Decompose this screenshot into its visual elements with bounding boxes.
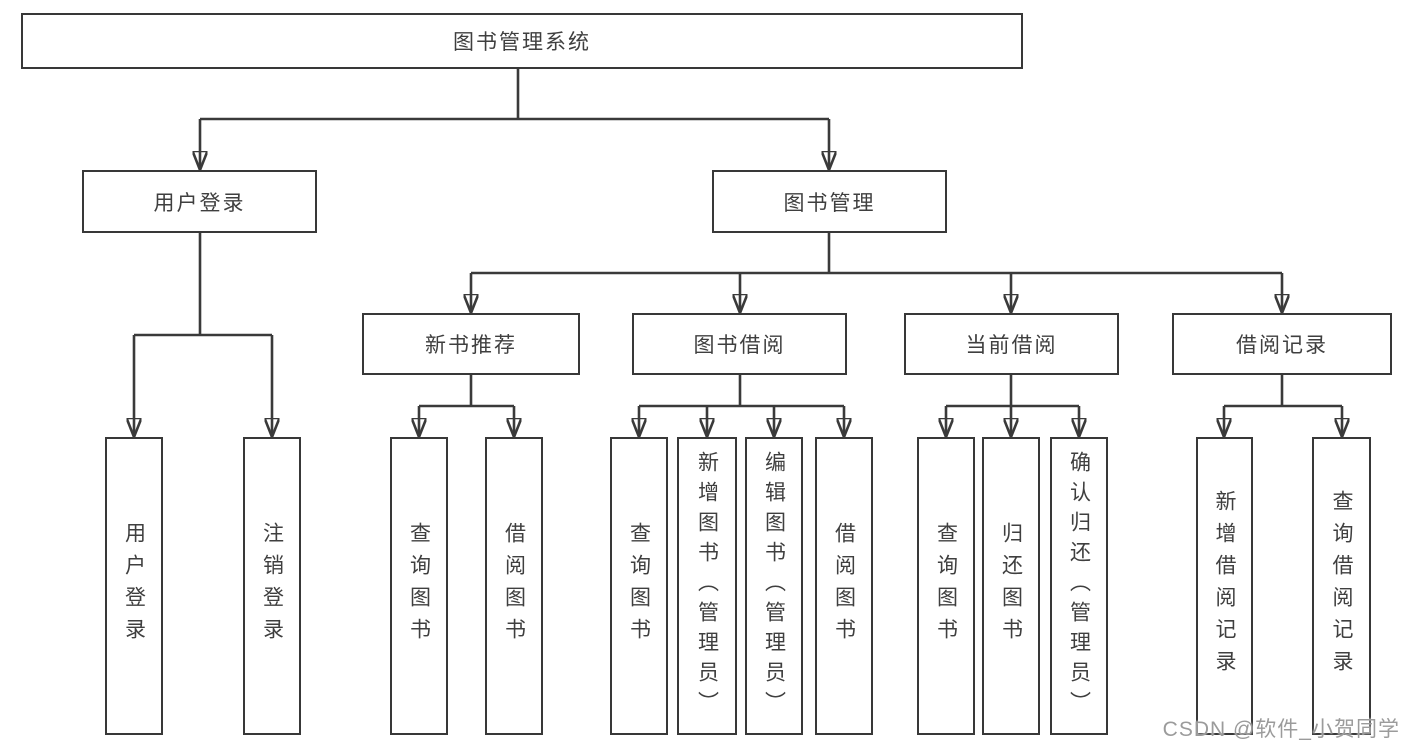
leaf-query-book-current: 查询图书	[917, 437, 975, 735]
leaf-confirm-return-admin: 确认归还（管理员）	[1050, 437, 1108, 735]
node-book-management: 图书管理	[712, 170, 947, 233]
connector-book-borrow-split	[639, 375, 844, 437]
connector-root-split	[200, 69, 829, 170]
connector-book-management-split	[471, 233, 1282, 313]
leaf-return-book: 归还图书	[982, 437, 1040, 735]
csdn-watermark: CSDN @软件_小贺同学	[1162, 718, 1400, 741]
node-user-login: 用户登录	[82, 170, 317, 233]
connector-current-borrow-split	[946, 375, 1079, 437]
node-current-borrow: 当前借阅	[904, 313, 1119, 375]
connector-new-book-split	[419, 375, 514, 437]
leaf-borrow-book: 借阅图书	[815, 437, 873, 735]
leaf-add-book-admin: 新增图书（管理员）	[677, 437, 737, 735]
leaf-logout: 注销登录	[243, 437, 301, 735]
leaf-query-borrow-record: 查询借阅记录	[1312, 437, 1371, 735]
node-new-book-recommend: 新书推荐	[362, 313, 580, 375]
leaf-user-login: 用户登录	[105, 437, 163, 735]
connector-user-login-split	[134, 233, 272, 437]
node-library-management-system: 图书管理系统	[21, 13, 1023, 69]
connector-borrow-records-split	[1224, 375, 1342, 437]
leaf-query-book-borrow: 查询图书	[610, 437, 668, 735]
node-borrow-records: 借阅记录	[1172, 313, 1392, 375]
leaf-edit-book-admin: 编辑图书（管理员）	[745, 437, 803, 735]
leaf-add-borrow-record: 新增借阅记录	[1196, 437, 1253, 735]
leaf-query-book-recommend: 查询图书	[390, 437, 448, 735]
leaf-borrow-book-recommend: 借阅图书	[485, 437, 543, 735]
node-book-borrow: 图书借阅	[632, 313, 847, 375]
